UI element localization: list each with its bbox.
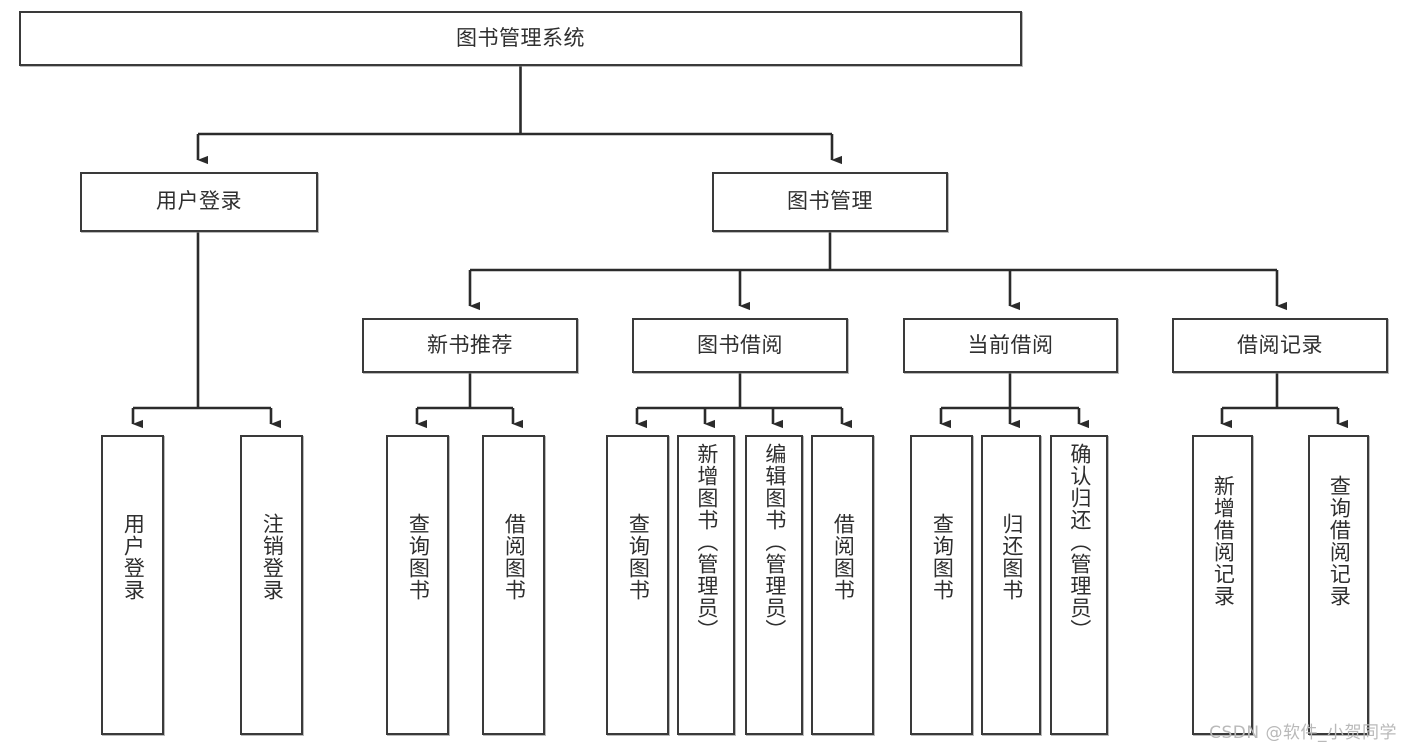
leaf-return-book-label: 归还图书	[999, 513, 1024, 601]
leaf-borrow-book-2-label: 借阅图书	[831, 513, 856, 601]
leaf-return-book[interactable]: 归还图书	[981, 435, 1041, 735]
watermark: CSDN @软件_小贺同学	[1209, 723, 1397, 743]
leaf-query-book-3-label: 查询图书	[930, 513, 955, 601]
node-user-login[interactable]: 用户登录	[80, 172, 318, 232]
leaf-user-login[interactable]: 用户登录	[101, 435, 164, 735]
node-book-borrow-label: 图书借阅	[697, 332, 783, 357]
leaf-add-record[interactable]: 新增借阅记录	[1192, 435, 1253, 735]
leaf-borrow-book-1[interactable]: 借阅图书	[482, 435, 545, 735]
node-root[interactable]: 图书管理系统	[19, 11, 1022, 66]
node-new-book-rec[interactable]: 新书推荐	[362, 318, 578, 373]
leaf-confirm-return-label: 确认归还（管理员）	[1067, 443, 1092, 641]
node-book-manage-label: 图书管理	[787, 189, 873, 214]
leaf-user-logout[interactable]: 注销登录	[240, 435, 303, 735]
leaf-query-record-label: 查询借阅记录	[1327, 475, 1352, 607]
node-borrow-record-label: 借阅记录	[1237, 332, 1323, 357]
node-borrow-record[interactable]: 借阅记录	[1172, 318, 1388, 373]
leaf-borrow-book-2[interactable]: 借阅图书	[811, 435, 874, 735]
leaf-add-book[interactable]: 新增图书（管理员）	[677, 435, 735, 735]
node-new-book-rec-label: 新书推荐	[427, 332, 513, 357]
leaf-query-book-3[interactable]: 查询图书	[910, 435, 973, 735]
leaf-user-logout-label: 注销登录	[260, 513, 285, 601]
node-root-label: 图书管理系统	[456, 25, 585, 50]
node-user-login-label: 用户登录	[156, 189, 242, 214]
node-current-borrow[interactable]: 当前借阅	[903, 318, 1118, 373]
leaf-query-book-2-label: 查询图书	[626, 513, 651, 601]
leaf-query-book-2[interactable]: 查询图书	[606, 435, 669, 735]
node-current-borrow-label: 当前借阅	[967, 332, 1054, 357]
leaf-edit-book[interactable]: 编辑图书（管理员）	[745, 435, 803, 735]
leaf-add-book-label: 新增图书（管理员）	[694, 443, 719, 641]
node-book-borrow[interactable]: 图书借阅	[632, 318, 848, 373]
leaf-query-record[interactable]: 查询借阅记录	[1308, 435, 1369, 735]
leaf-query-book-1[interactable]: 查询图书	[386, 435, 449, 735]
leaf-query-book-1-label: 查询图书	[406, 513, 431, 601]
leaf-confirm-return[interactable]: 确认归还（管理员）	[1050, 435, 1108, 735]
leaf-add-record-label: 新增借阅记录	[1211, 475, 1236, 607]
leaf-borrow-book-1-label: 借阅图书	[502, 513, 527, 601]
node-book-manage[interactable]: 图书管理	[712, 172, 948, 232]
leaf-edit-book-label: 编辑图书（管理员）	[762, 443, 787, 641]
leaf-user-login-label: 用户登录	[121, 513, 146, 601]
